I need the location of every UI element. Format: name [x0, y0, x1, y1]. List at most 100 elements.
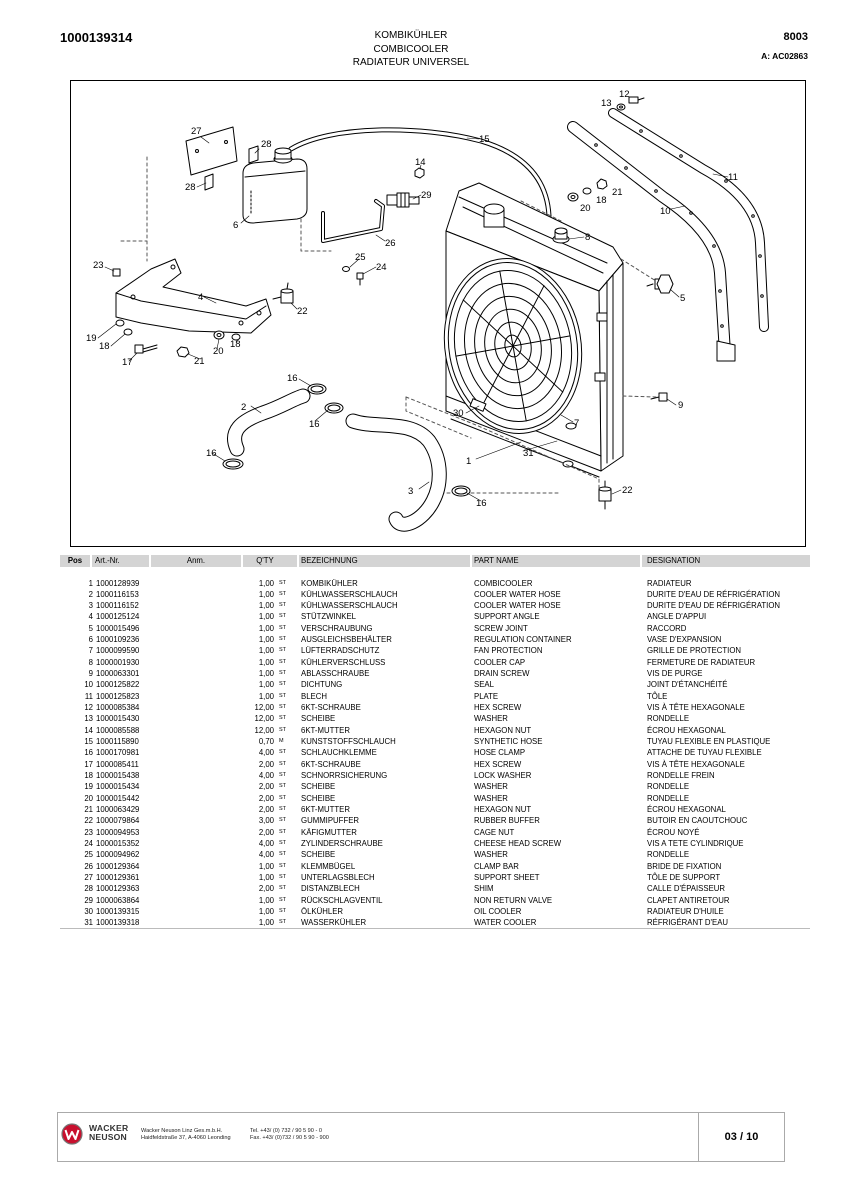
row-article-number: 1000129363 [96, 884, 140, 894]
callout-label: 29 [421, 190, 432, 201]
row-unit: ST [279, 817, 287, 824]
row-quantity: 1,00 [258, 895, 274, 905]
row-name-en: WASHER [474, 850, 508, 860]
row-name-fr: ANGLE D'APPUI [647, 612, 707, 622]
part-cooler-water-hose-3 [345, 413, 447, 532]
row-unit: ST [279, 647, 287, 654]
part-rubber-buffer-22 [272, 282, 294, 304]
row-name-de: 6KT-MUTTER [301, 805, 350, 815]
row-name-de: ABLASSCHRAUBE [301, 669, 370, 679]
company-street: Haidfeldstraße 37, A-4060 Leonding [141, 1135, 231, 1141]
footer-divider [698, 1112, 699, 1162]
page-code: 8003 [783, 31, 808, 43]
row-name-en: SUPPORT ANGLE [474, 612, 540, 622]
row-name-en: OIL COOLER [474, 907, 522, 917]
cooler-fittings [562, 312, 608, 468]
row-name-de: DISTANZBLECH [301, 884, 360, 894]
row-pos: 13 [84, 714, 93, 724]
row-name-en: LOCK WASHER [474, 771, 532, 781]
part-water-cooler-31 [450, 418, 600, 478]
row-article-number: 1000015430 [96, 714, 140, 724]
callout-label: 1 [466, 456, 471, 467]
row-name-de: SCHEIBE [301, 850, 336, 860]
callout-label: 16 [206, 448, 217, 459]
row-name-de: ZYLINDERSCHRAUBE [301, 839, 383, 849]
row-name-de: 6KT-SCHRAUBE [301, 703, 361, 713]
row-name-fr: ÉCROU HEXAGONAL [647, 725, 726, 735]
row-unit: ST [279, 783, 287, 790]
callout-label: 13 [601, 98, 612, 109]
row-quantity: 2,00 [258, 759, 274, 769]
row-unit: ST [279, 828, 287, 835]
row-name-en: HEX SCREW [474, 759, 522, 769]
row-quantity: 1,00 [258, 589, 274, 599]
row-quantity: 1,00 [258, 635, 274, 645]
row-unit: ST [279, 613, 287, 620]
part-washer-20 [213, 330, 225, 340]
company-fax: Fax. +43/ (0)732 / 90 5 90 - 900 [250, 1135, 329, 1141]
row-article-number: 1000094953 [96, 827, 140, 837]
row-name-fr: VIS A TETE CYLINDRIQUE [647, 839, 744, 849]
row-quantity: 2,00 [258, 805, 274, 815]
row-name-en: WASHER [474, 793, 508, 803]
callout-label: 6 [233, 220, 238, 231]
row-pos: 6 [88, 635, 93, 645]
part-regulation-container-6 [242, 147, 308, 224]
row-article-number: 1000116152 [96, 601, 139, 611]
callout-label: 7 [574, 418, 579, 429]
row-unit: ST [279, 681, 287, 688]
row-pos: 1 [88, 578, 93, 588]
part-shim-28 [204, 145, 259, 191]
row-article-number: 1000001930 [96, 657, 140, 667]
row-unit: ST [279, 919, 287, 926]
row-pos: 20 [84, 793, 93, 803]
row-name-de: KÜHLWASSERSCHLAUCH [301, 589, 398, 599]
callout-label: 25 [355, 252, 366, 263]
row-pos: 11 [84, 691, 93, 701]
part-cage-nut-23 [112, 268, 121, 277]
row-name-en: REGULATION CONTAINER [474, 635, 572, 645]
row-unit: ST [279, 704, 287, 711]
row-unit: M [279, 738, 284, 745]
callout-label: 28 [261, 139, 272, 150]
row-name-de: SCHEIBE [301, 793, 336, 803]
row-pos: 23 [84, 827, 93, 837]
callout-label: 23 [93, 260, 104, 271]
row-name-fr: DURITE D'EAU DE RÉFRIGÉRATION [647, 589, 781, 599]
part-drain-screw-9 [650, 392, 668, 402]
row-quantity: 2,00 [258, 782, 274, 792]
row-quantity: 4,00 [258, 748, 274, 758]
row-unit: ST [279, 840, 287, 847]
row-quantity: 1,00 [258, 907, 274, 917]
part-cooler-water-hose-2 [227, 388, 311, 457]
callout-label: 28 [185, 182, 196, 193]
row-quantity: 1,00 [258, 578, 274, 588]
row-name-de: BLECH [301, 691, 327, 701]
row-name-en: FAN PROTECTION [474, 646, 543, 656]
row-article-number: 1000079864 [96, 816, 140, 826]
row-name-fr: VIS À TÊTE HEXAGONALE [647, 759, 745, 769]
row-name-de: WASSERKÜHLER [301, 918, 367, 928]
callout-numbers: 12 13 27 28 15 14 28 29 6 26 11 21 18 20… [86, 89, 738, 509]
row-pos: 3 [88, 601, 93, 611]
logo-line-1: WACKER [89, 1123, 129, 1133]
row-name-en: SUPPORT SHEET [474, 873, 540, 883]
callout-label: 4 [198, 292, 203, 303]
part-rubber-buffer-22-right [598, 480, 612, 510]
part-hex-screw-12 [628, 96, 645, 104]
part-washer-25 [342, 266, 350, 272]
row-quantity: 4,00 [258, 839, 274, 849]
row-name-de: 6KT-SCHRAUBE [301, 759, 361, 769]
callout-label: 22 [297, 306, 308, 317]
row-article-number: 1000139315 [96, 907, 140, 917]
callout-label: 2 [241, 402, 246, 413]
callout-label: 8 [585, 232, 590, 243]
callout-label: 18 [99, 341, 110, 352]
callout-label: 21 [612, 187, 623, 198]
row-name-en: SHIM [474, 884, 494, 894]
